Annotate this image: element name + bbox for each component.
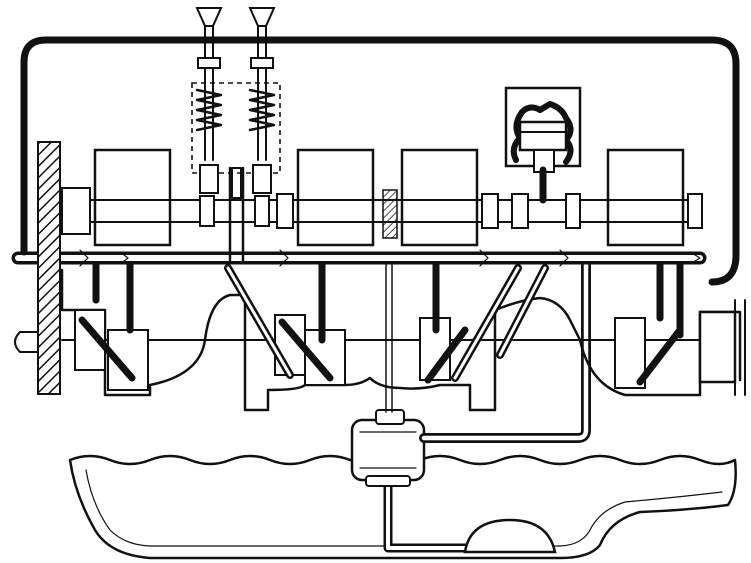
oil-pan bbox=[68, 454, 737, 560]
crank-throw-1 bbox=[74, 309, 149, 391]
valve-2 bbox=[248, 7, 276, 194]
crankshaft bbox=[61, 309, 701, 391]
pump-outlet-line bbox=[419, 257, 591, 443]
oil-pump bbox=[350, 409, 426, 487]
engine-block bbox=[14, 268, 746, 412]
valve-1 bbox=[195, 7, 223, 194]
pan-inner-contour bbox=[85, 469, 723, 547]
main-bearing-feeds bbox=[92, 258, 684, 344]
rear-flange bbox=[698, 310, 737, 384]
cylinder-4 bbox=[606, 148, 685, 247]
connecting-rods bbox=[224, 264, 549, 382]
oil-strainer bbox=[463, 518, 557, 554]
main-oil-gallery bbox=[11, 249, 707, 267]
camshaft bbox=[61, 187, 703, 235]
valve-spring-2 bbox=[248, 88, 276, 132]
crank-throw-4 bbox=[614, 317, 684, 389]
oil-pickup bbox=[383, 473, 557, 554]
valve-cover-outline bbox=[191, 82, 281, 174]
cylinders bbox=[93, 148, 685, 247]
gallery-junctions bbox=[79, 249, 701, 267]
cylinder-2 bbox=[296, 148, 375, 247]
timing-gear bbox=[37, 141, 61, 395]
valve-train bbox=[191, 7, 281, 194]
lifters bbox=[228, 166, 245, 262]
upper-oil-line bbox=[20, 36, 740, 286]
piston-cutaway bbox=[504, 86, 582, 204]
valve-spring-1 bbox=[195, 88, 223, 132]
pump-drive-shaft bbox=[382, 189, 398, 413]
cylinder-1 bbox=[93, 148, 172, 247]
cylinder-3 bbox=[400, 148, 479, 247]
